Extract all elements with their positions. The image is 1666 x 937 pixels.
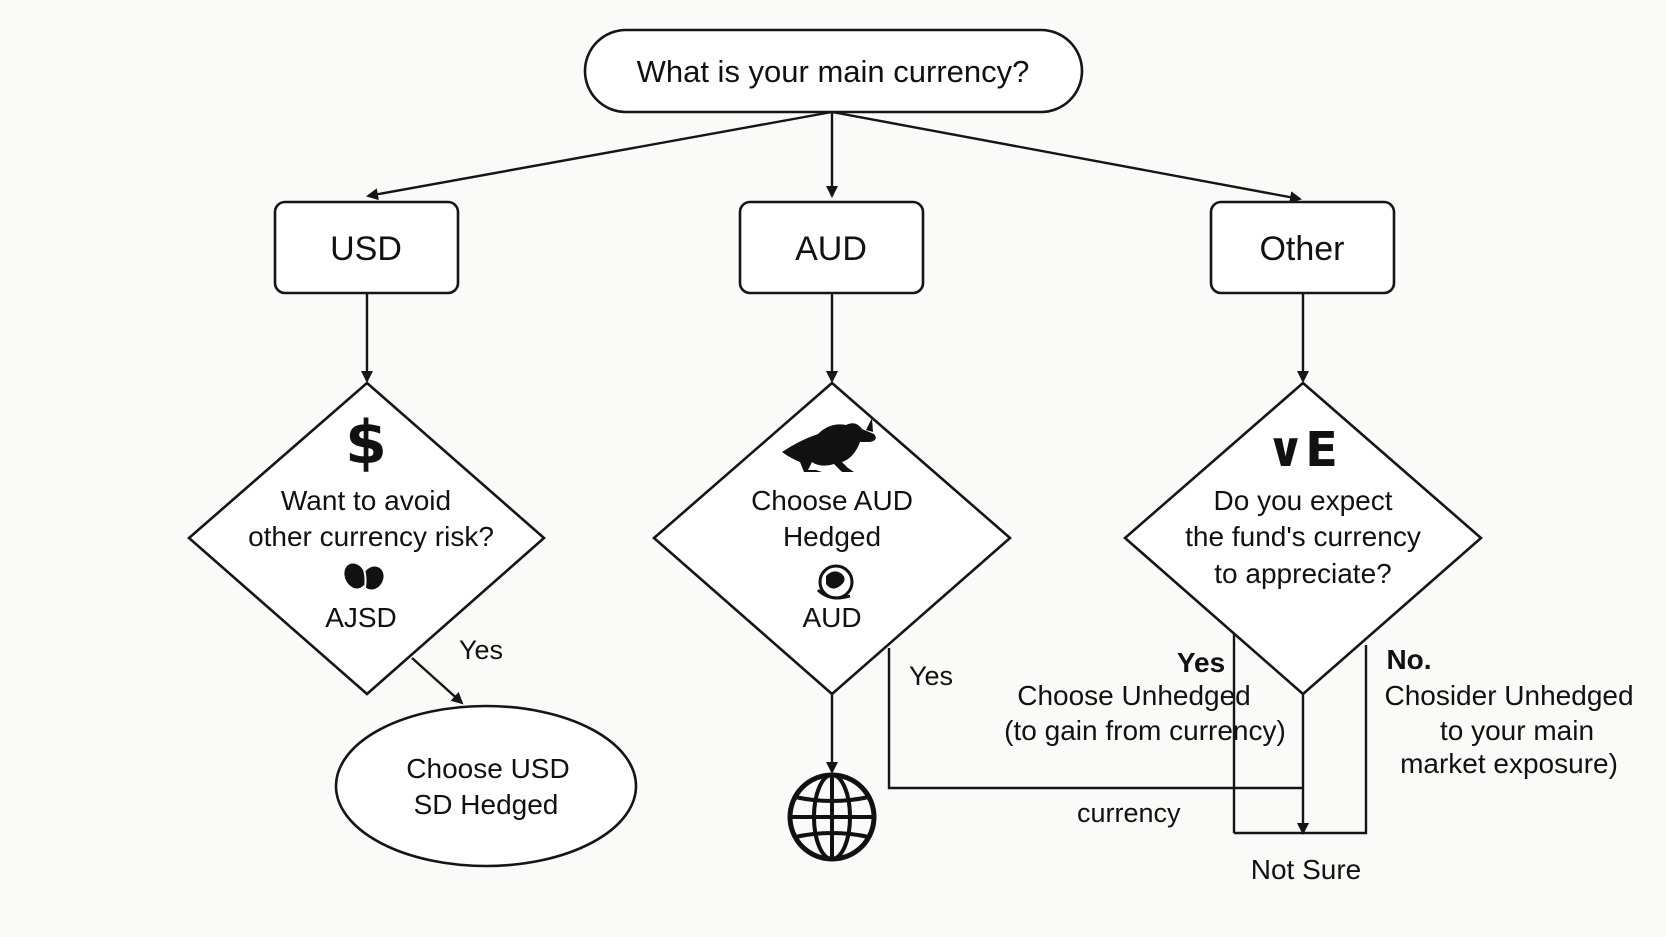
decision-usd: $ Want to avoid other currency risk? AJS… bbox=[187, 381, 546, 696]
outcome-usd-hedged-ellipse bbox=[334, 704, 638, 868]
outcome-not-sure-label: Not Sure bbox=[1251, 854, 1362, 885]
decision-usd-line-1: Want to avoid bbox=[281, 485, 451, 516]
root-question-label: What is your main currency? bbox=[637, 54, 1030, 89]
edge-label-other-yes-line-2: (to gain from currency) bbox=[1004, 715, 1286, 746]
edge-aud-yes bbox=[887, 648, 1303, 790]
root-node bbox=[583, 28, 1084, 114]
decision-aud-line-1: Choose AUD bbox=[751, 485, 913, 516]
option-aud: AUD bbox=[738, 200, 925, 295]
decision-other-line-2: the fund's currency bbox=[1185, 521, 1421, 552]
decision-aud-sub-label: AUD bbox=[802, 602, 861, 633]
decision-usd-sub-label: AJSD bbox=[325, 602, 397, 633]
edge-usd-yes bbox=[411, 657, 464, 705]
decision-aud-line-2: Hedged bbox=[783, 521, 881, 552]
edge-label-currency: currency bbox=[1077, 798, 1181, 828]
currency-symbol-icon: ∨E bbox=[1266, 422, 1338, 478]
option-usd-box bbox=[273, 200, 460, 295]
edge-root-to-other bbox=[831, 110, 1302, 204]
option-aud-box bbox=[738, 200, 925, 295]
edge-label-other-yes-title: Yes bbox=[1177, 647, 1225, 678]
root-question: What is your main currency? bbox=[583, 28, 1084, 114]
option-usd: USD bbox=[273, 200, 460, 295]
option-other-label: Other bbox=[1259, 230, 1344, 268]
edge-label-other-no-line-2: to your main bbox=[1440, 715, 1594, 746]
edge-other-no-branch bbox=[1234, 645, 1368, 835]
edges bbox=[361, 110, 1368, 835]
decision-usd-line-2: other currency risk? bbox=[248, 521, 494, 552]
decision-other-line-3: to appreciate? bbox=[1214, 558, 1391, 589]
decision-aud-diamond bbox=[652, 381, 1012, 696]
decision-other-line-1: Do you expect bbox=[1214, 485, 1393, 516]
edge-label-aud-yes: Yes bbox=[909, 661, 953, 691]
edge-root-to-usd bbox=[366, 110, 833, 201]
decision-other: ∨E Do you expect the fund's currency to … bbox=[1123, 381, 1483, 696]
edge-label-other-no-line-1: Chosider Unhedged bbox=[1384, 680, 1633, 711]
outcome-usd-hedged-line-2: SD Hedged bbox=[414, 789, 559, 820]
kangaroo-icon bbox=[782, 418, 876, 472]
outcome-usd-hedged: Choose USD SD Hedged bbox=[334, 704, 638, 868]
dollar-icon: $ bbox=[345, 408, 387, 478]
edge-label-other-no-title: No. bbox=[1386, 644, 1431, 675]
decision-usd-diamond bbox=[187, 381, 546, 696]
option-usd-label: USD bbox=[330, 230, 402, 268]
edge-label-other-no-line-3: market exposure) bbox=[1400, 748, 1618, 779]
leaf-icon bbox=[344, 563, 384, 590]
decision-aud: Choose AUD Hedged AUD bbox=[652, 381, 1012, 696]
decision-other-diamond bbox=[1123, 381, 1483, 696]
option-other: Other bbox=[1209, 200, 1396, 295]
option-aud-label: AUD bbox=[795, 230, 867, 268]
outcome-usd-hedged-line-1: Choose USD bbox=[406, 753, 569, 784]
edge-label-other-yes-line-1: Choose Unhedged bbox=[1017, 680, 1251, 711]
option-other-box bbox=[1209, 200, 1396, 295]
globe-swirl-icon bbox=[816, 564, 854, 600]
globe-icon bbox=[787, 772, 877, 862]
edge-label-usd-yes: Yes bbox=[459, 635, 503, 665]
